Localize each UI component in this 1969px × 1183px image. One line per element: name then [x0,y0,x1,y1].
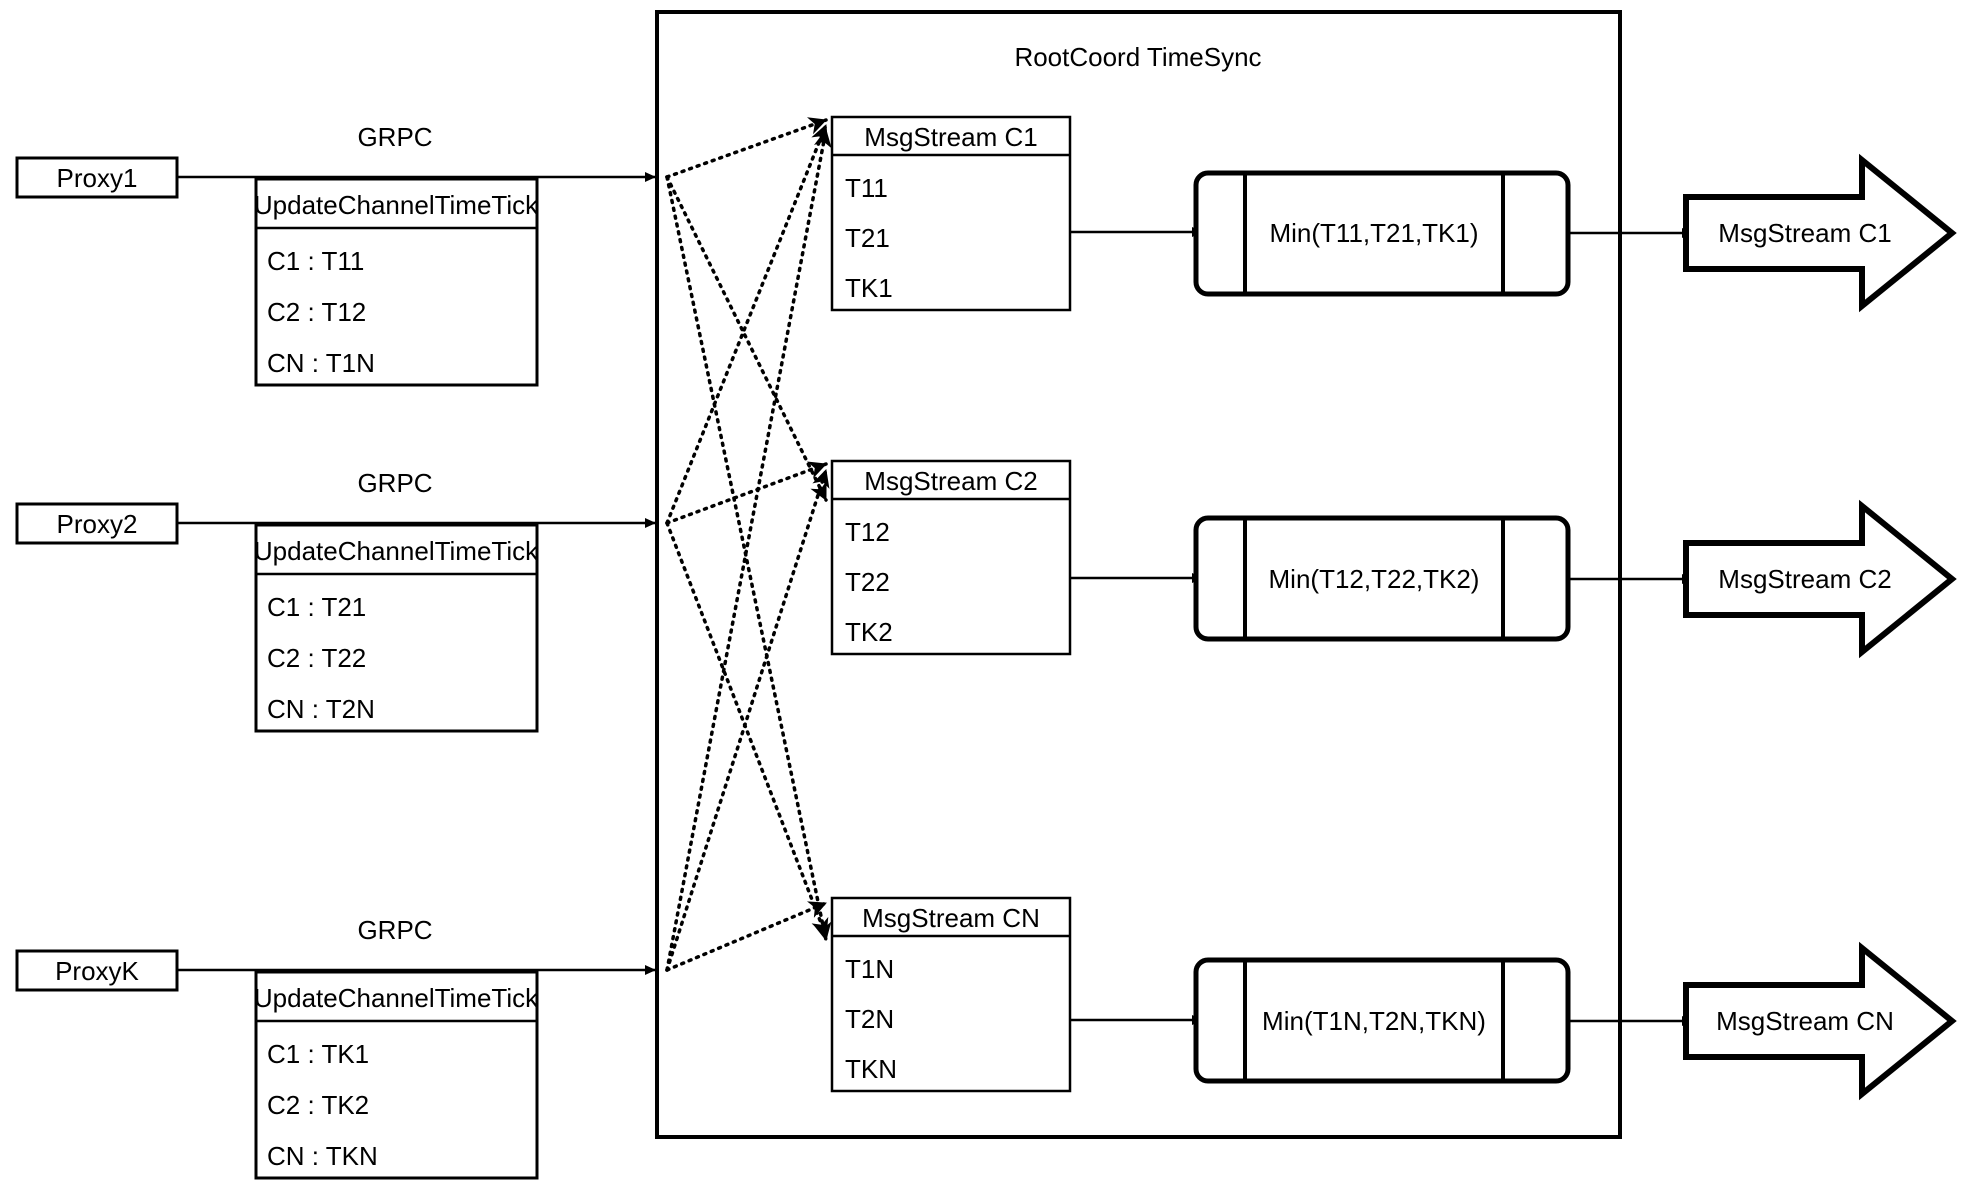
proxy-label-1: Proxy1 [56,163,138,193]
grpc-label-3: GRPC [357,915,433,945]
min-label-1: Min(T11,T21,TK1) [1269,218,1479,248]
grpc-label-2: GRPC [357,468,433,498]
tick-box-2-entry-2: CN : T2N [267,694,375,724]
fanout-pk-cn [665,901,828,972]
tick-box-1-entry-0: C1 : T11 [267,246,365,276]
tick-box-2-entry-0: C1 : T21 [267,592,367,622]
msgstream-box-1-entry-2: TK1 [845,273,893,303]
msgstream-box-2-entry-1: T22 [845,567,890,597]
msgstream-box-3-entry-1: T2N [845,1004,895,1034]
fanout-p2-c1 [665,123,829,525]
msgstream-box-2-header: MsgStream C2 [864,466,1038,496]
output-label-2: MsgStream C2 [1718,564,1892,594]
tick-box-3-entry-2: CN : TKN [267,1141,378,1171]
min-label-3: Min(T1N,T2N,TKN) [1262,1006,1486,1036]
fanout-pk-c1 [665,128,832,972]
fanout-p2-c2 [665,461,828,525]
fanout-p1-cn [665,175,832,942]
tick-box-1-entry-2: CN : T1N [267,348,375,378]
fanout-p1-c2 [665,175,828,502]
tick-box-2-header: UpdateChannelTimeTick [253,536,539,566]
msgstream-box-3-entry-2: TKN [845,1054,897,1084]
msgstream-box-1-entry-0: T11 [845,173,888,203]
fanout-p1-c1 [665,117,828,179]
min-label-2: Min(T12,T22,TK2) [1268,564,1480,594]
fanout-p2-cn [665,521,829,938]
msgstream-box-3-entry-0: T1N [845,954,895,984]
tick-box-3-entry-0: C1 : TK1 [267,1039,370,1069]
msgstream-box-1-entry-1: T21 [845,223,890,253]
proxy-label-2: Proxy2 [56,509,138,539]
tick-box-2-entry-1: C2 : T22 [267,643,367,673]
proxy-label-3: ProxyK [55,956,139,986]
tick-box-1-entry-1: C2 : T12 [267,297,367,327]
fanout-pk-c2 [665,468,830,972]
msgstream-box-1-header: MsgStream C1 [864,122,1038,152]
rootcoord-timesync-title: RootCoord TimeSync [1014,42,1262,72]
grpc-label-1: GRPC [357,122,433,152]
msgstream-box-2-entry-2: TK2 [845,617,893,647]
output-label-1: MsgStream C1 [1718,218,1892,248]
output-label-3: MsgStream CN [1716,1006,1894,1036]
msgstream-box-2-entry-0: T12 [845,517,890,547]
tick-box-3-entry-1: C2 : TK2 [267,1090,370,1120]
timetick-fanout-connectors [665,117,832,972]
msgstream-box-3-header: MsgStream CN [862,903,1040,933]
tick-box-1-header: UpdateChannelTimeTick [253,190,539,220]
tick-box-3-header: UpdateChannelTimeTick [253,983,539,1013]
